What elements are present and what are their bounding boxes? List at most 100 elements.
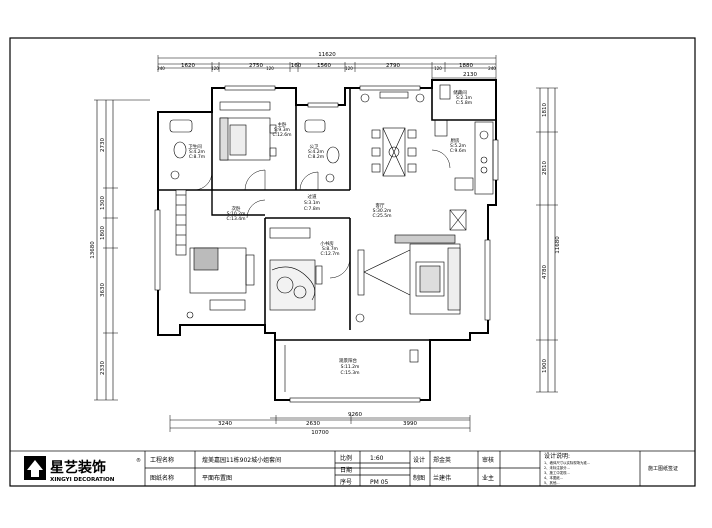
room-kitchen-perimeter: C:9.6m (450, 148, 466, 154)
dim-left-3: 1800 (100, 226, 106, 240)
room-living-perimeter: C:25.5m (372, 213, 391, 219)
logo-brand-en: XINGYI DECORATION (50, 477, 115, 483)
dim-top-1: 1620 (181, 63, 195, 69)
dim-top-5: 2790 (386, 63, 400, 69)
review-label: 审核 (482, 456, 494, 464)
room-master-perimeter: C:12.6m (272, 132, 291, 138)
logo-brand-cn: 星艺装饰 (50, 459, 106, 476)
company-logo: 星艺装饰 ® XINGYI DECORATION (24, 456, 141, 483)
dining-table (382, 127, 406, 177)
room-storage-area: S:2.1m (456, 95, 472, 101)
dim-top-6: 1880 (459, 63, 473, 69)
dim-top-2: 2750 (249, 63, 263, 69)
room-secondary: 次卧 (232, 205, 241, 212)
seq-value: PM 05 (370, 479, 389, 486)
drawing-label: 图纸名称 (150, 474, 174, 482)
toilet-1 (173, 141, 187, 159)
dim-left-4: 3630 (100, 283, 106, 297)
dim-top-s3: 120 (266, 66, 274, 71)
room-master-area: S:9.3m (274, 127, 290, 133)
room-bath1-perimeter: C:8.7m (189, 154, 205, 160)
design-value: 郑金英 (433, 456, 451, 464)
room-balcony: 观景阳台 (339, 357, 357, 364)
room-bath1-area: S:4.2m (189, 149, 205, 155)
room-kitchen: 厨房 (451, 137, 460, 144)
draft-label: 制图 (413, 474, 425, 482)
dim-top-s1: 240 (157, 66, 165, 71)
dim-left-2: 1300 (100, 196, 106, 210)
room-storage: 储藏间 (453, 89, 467, 96)
room-corridor-area: S:3.1m (304, 200, 320, 206)
notes-line-1: 1、墙体尺寸以实际现场为准... (544, 460, 590, 465)
owner-label: 业主 (482, 474, 494, 482)
room-bath2-area: S:4.2m (308, 149, 324, 155)
room-bath1: 卫生间 (188, 143, 202, 150)
left-dimensions: 13680 2730 1300 1800 3630 2330 (90, 99, 150, 401)
dim-top-4: 1560 (317, 63, 331, 69)
dim-right-2: 2810 (542, 161, 548, 175)
toilet-2 (326, 146, 340, 164)
dim-bottom-2: 2630 (306, 421, 320, 427)
room-balcony-area: S:11.2m (341, 364, 360, 370)
right-dimensions: 11680 1810 2810 4780 1900 (536, 87, 561, 393)
bottom-dimensions: 3240 2630 3990 9260 10700 (169, 412, 471, 436)
notes-line-4: 4、本图纸... (544, 475, 563, 480)
room-kitchen-area: S:5.2m (450, 143, 466, 149)
seq-label: 序号 (340, 478, 352, 486)
draft-value: 兰建伟 (433, 474, 451, 482)
room-bath2: 公卫 (310, 144, 319, 150)
dim-bottom-3: 3990 (403, 421, 417, 427)
scale-label: 比例 (340, 454, 352, 462)
date-label: 日期 (340, 466, 352, 474)
room-corridor: 过道 (308, 193, 317, 200)
dim-top-right-sub: 2130 (463, 72, 477, 78)
dim-right-total: 11680 (555, 236, 561, 254)
room-secondary-perimeter: C:13.4m (226, 216, 245, 222)
drawing-value: 平面布置图 (202, 474, 232, 482)
furniture (169, 84, 494, 392)
room-master: 主卧 (278, 121, 287, 128)
notes-title: 设计说明: (544, 452, 570, 460)
notes-line-3: 3、施工中发现... (544, 470, 570, 475)
room-study-area: S:8.7m (322, 246, 338, 252)
room-study: 小书房 (320, 240, 334, 247)
dim-top-s2: 120 (211, 66, 219, 71)
room-corridor-perimeter: C:7.8m (304, 206, 320, 212)
dim-bottom-sub: 9260 (348, 412, 362, 418)
dim-bottom-total: 10700 (311, 430, 329, 436)
room-balcony-perimeter: C:15.3m (340, 370, 359, 376)
design-label: 设计 (413, 456, 425, 464)
scale-value: 1:60 (370, 455, 384, 462)
project-label: 工程名称 (150, 456, 174, 464)
dim-right-4: 1900 (542, 359, 548, 373)
room-living-area: S:30.2m (373, 208, 392, 214)
notes-line-5: 5、其他... (544, 480, 560, 485)
project-value: 煌美嘉园11栋902城小姐套间 (202, 456, 281, 464)
dim-bottom-1: 3240 (218, 421, 232, 427)
room-living: 客厅 (376, 202, 385, 209)
room-labels: 储藏间 S:2.1m C:5.8m 厨房 S:5.2m C:9.6m 主卧 S:… (188, 89, 472, 376)
room-secondary-area: S:10.2m (227, 211, 246, 217)
dim-top-3: 160 (291, 63, 302, 69)
dim-right-3: 4780 (542, 265, 548, 279)
room-storage-perimeter: C:5.8m (456, 100, 472, 106)
logo-reg-mark: ® (136, 457, 141, 464)
room-bath2-perimeter: C:8.2m (308, 154, 324, 160)
windows (154, 85, 499, 403)
dim-top-s4: 120 (345, 66, 353, 71)
top-dimensions: 11620 1620 2750 160 1560 2790 1880 240 1… (157, 52, 496, 82)
dim-top-s5: 120 (434, 66, 442, 71)
title-block-text: 工程名称 煌美嘉园11栋902城小姐套间 图纸名称 平面布置图 比例 1:60 … (150, 452, 678, 486)
title-block (9, 450, 696, 487)
tv-cabinet (357, 249, 365, 296)
coffee-table (415, 261, 445, 297)
dim-left-1: 2730 (100, 138, 106, 152)
dim-left-5: 2330 (100, 361, 106, 375)
room-study-perimeter: C:12.7m (320, 251, 339, 257)
dim-left-total: 13680 (90, 241, 96, 259)
dim-right-1: 1810 (542, 103, 548, 117)
stamp-text: 施工图纸签证 (648, 465, 678, 472)
dim-top-total: 11620 (318, 52, 336, 58)
notes-line-2: 2、未标注部分... (544, 465, 570, 470)
